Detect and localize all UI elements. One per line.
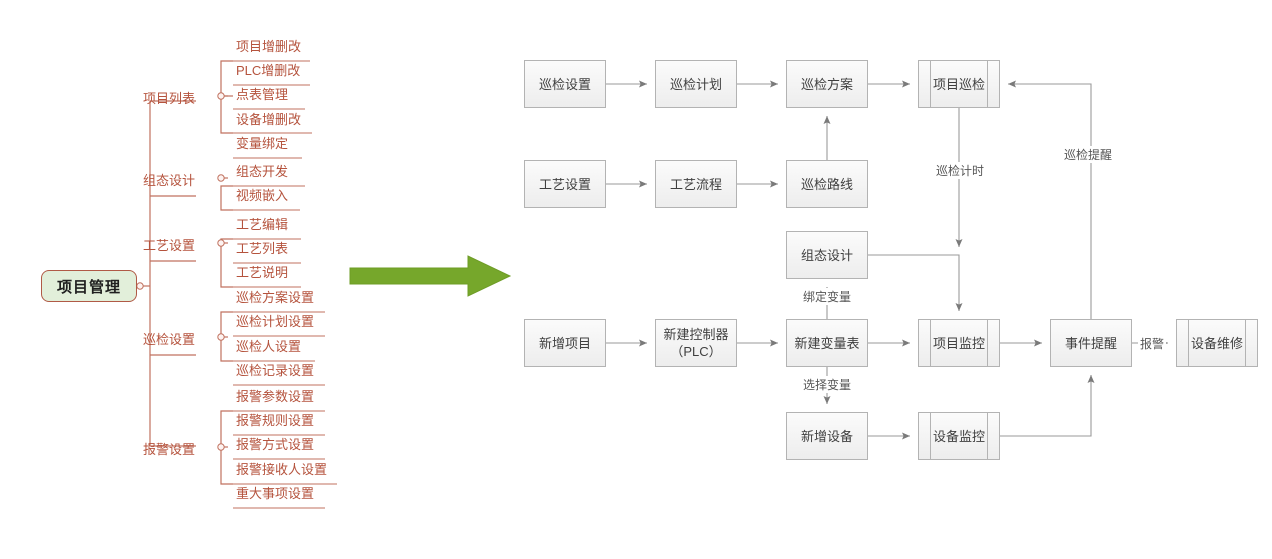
leaf-label: 巡检人设置 (236, 339, 302, 354)
mindmap-connectors (136, 60, 337, 509)
edge-label-select-variable: 选择变量 (801, 376, 854, 393)
mindmap-branch-project-list[interactable]: 项目列表 (143, 88, 195, 107)
mindmap-branch-inspection[interactable]: 巡检设置 (143, 329, 195, 348)
branch-label: 项目列表 (143, 91, 196, 106)
node-label: 工艺设置 (538, 176, 591, 192)
node-label: 工艺流程 (669, 176, 722, 192)
flow-node-new-variable-table[interactable]: 新建变量表 (786, 319, 868, 367)
flow-node-new-controller[interactable]: 新建控制器 （PLC） (655, 319, 737, 367)
leaf-label: 视频嵌入 (236, 188, 289, 203)
leaf-label: 组态开发 (236, 164, 289, 179)
mindmap-branch-alarm[interactable]: 报警设置 (143, 439, 195, 458)
mindmap-leaf[interactable]: 视频嵌入 (236, 188, 288, 204)
flow-node-new-device[interactable]: 新增设备 (786, 412, 868, 460)
leaf-label: 报警接收人设置 (236, 462, 328, 477)
mindmap-leaf[interactable]: 巡检方案设置 (236, 290, 314, 306)
node-label: 新增项目 (538, 335, 591, 351)
leaf-label: 项目增删改 (236, 39, 302, 54)
mindmap-leaf[interactable]: 巡检计划设置 (236, 314, 314, 330)
node-label: 新建变量表 (794, 335, 860, 351)
flow-node-inspection-route[interactable]: 巡检路线 (786, 160, 868, 208)
flow-node-project-inspection[interactable]: 项目巡检 (918, 60, 1000, 108)
edge-label-text: 巡检提醒 (1064, 148, 1113, 162)
leaf-label: 巡检记录设置 (236, 363, 315, 378)
node-label: 巡检方案 (800, 76, 853, 92)
leaf-label: 报警参数设置 (236, 389, 315, 404)
mindmap-leaf[interactable]: 巡检人设置 (236, 339, 301, 355)
node-label: 设备监控 (932, 428, 985, 444)
mindmap-leaf[interactable]: 点表管理 (236, 87, 288, 103)
node-label: 巡检路线 (800, 176, 853, 192)
mindmap-leaf[interactable]: 项目增删改 (236, 39, 301, 55)
node-label: 项目监控 (932, 335, 985, 351)
edge-label-text: 选择变量 (803, 378, 852, 392)
leaf-label: 报警方式设置 (236, 437, 315, 452)
mindmap-branch-process-config[interactable]: 工艺设置 (143, 235, 195, 254)
mindmap-branch-hmi-design[interactable]: 组态设计 (143, 170, 195, 189)
node-label: 组态设计 (800, 247, 853, 263)
mindmap-leaf[interactable]: 工艺编辑 (236, 217, 288, 233)
flow-node-device-monitoring[interactable]: 设备监控 (918, 412, 1000, 460)
flow-node-inspection-scheme[interactable]: 巡检方案 (786, 60, 868, 108)
edge-label-text: 报警 (1140, 337, 1165, 351)
edge-label-alarm: 报警 (1138, 335, 1167, 352)
mindmap-leaf[interactable]: 重大事项设置 (236, 486, 314, 502)
leaf-label: 工艺说明 (236, 265, 289, 280)
edge-label-inspection-timer: 巡检计时 (934, 162, 987, 179)
mindmap-leaf[interactable]: 巡检记录设置 (236, 363, 314, 379)
mindmap-panel: 项目管理 项目列表 组态设计 工艺设置 巡检设置 报警设置 项目增删改 PLC增… (0, 0, 380, 559)
flow-node-event-alert[interactable]: 事件提醒 (1050, 319, 1132, 367)
mindmap-leaf[interactable]: PLC增删改 (236, 63, 300, 79)
mindmap-leaf[interactable]: 报警参数设置 (236, 389, 314, 405)
mindmap-leaf[interactable]: 设备增删改 (236, 112, 301, 128)
leaf-label: 设备增删改 (236, 112, 302, 127)
leaf-label: 报警规则设置 (236, 413, 315, 428)
mindmap-leaf[interactable]: 工艺列表 (236, 241, 288, 257)
flow-node-hmi-design[interactable]: 组态设计 (786, 231, 868, 279)
leaf-label: 变量绑定 (236, 136, 289, 151)
edge-label-bind-variable: 绑定变量 (801, 288, 854, 305)
flow-node-inspection-plan[interactable]: 巡检计划 (655, 60, 737, 108)
edge-label-text: 巡检计时 (936, 164, 985, 178)
node-label: 事件提醒 (1064, 335, 1117, 351)
edge-label-inspection-reminder: 巡检提醒 (1062, 146, 1115, 163)
leaf-label: 点表管理 (236, 87, 289, 102)
mindmap-root-label: 项目管理 (56, 278, 121, 296)
flow-node-project-monitoring[interactable]: 项目监控 (918, 319, 1000, 367)
leaf-label: 巡检计划设置 (236, 314, 315, 329)
node-label: 新建控制器 （PLC） (663, 327, 729, 359)
leaf-label: 巡检方案设置 (236, 290, 315, 305)
leaf-label: 重大事项设置 (236, 486, 315, 501)
flow-node-new-project[interactable]: 新增项目 (524, 319, 606, 367)
leaf-label: 工艺列表 (236, 241, 289, 256)
mindmap-leaf[interactable]: 变量绑定 (236, 136, 288, 152)
mindmap-leaf[interactable]: 组态开发 (236, 164, 288, 180)
branch-label: 组态设计 (143, 173, 196, 188)
mindmap-leaf[interactable]: 报警方式设置 (236, 437, 314, 453)
mindmap-leaf[interactable]: 报警接收人设置 (236, 462, 327, 478)
flow-node-process-settings[interactable]: 工艺设置 (524, 160, 606, 208)
mindmap-leaf[interactable]: 报警规则设置 (236, 413, 314, 429)
leaf-label: PLC增删改 (236, 63, 301, 78)
edge-label-text: 绑定变量 (803, 290, 852, 304)
flow-node-process-flow[interactable]: 工艺流程 (655, 160, 737, 208)
node-label: 设备维修 (1190, 335, 1243, 351)
node-label: 巡检计划 (669, 76, 722, 92)
node-label: 项目巡检 (932, 76, 985, 92)
mindmap-root-node[interactable]: 项目管理 (41, 270, 137, 302)
green-right-arrow-icon (349, 255, 512, 297)
branch-label: 工艺设置 (143, 238, 196, 253)
branch-label: 巡检设置 (143, 332, 196, 347)
branch-label: 报警设置 (143, 442, 196, 457)
node-label: 新增设备 (800, 428, 853, 444)
flow-node-device-maintenance[interactable]: 设备维修 (1176, 319, 1258, 367)
flow-node-inspection-settings[interactable]: 巡检设置 (524, 60, 606, 108)
node-label: 巡检设置 (538, 76, 591, 92)
leaf-label: 工艺编辑 (236, 217, 289, 232)
mindmap-leaf[interactable]: 工艺说明 (236, 265, 288, 281)
